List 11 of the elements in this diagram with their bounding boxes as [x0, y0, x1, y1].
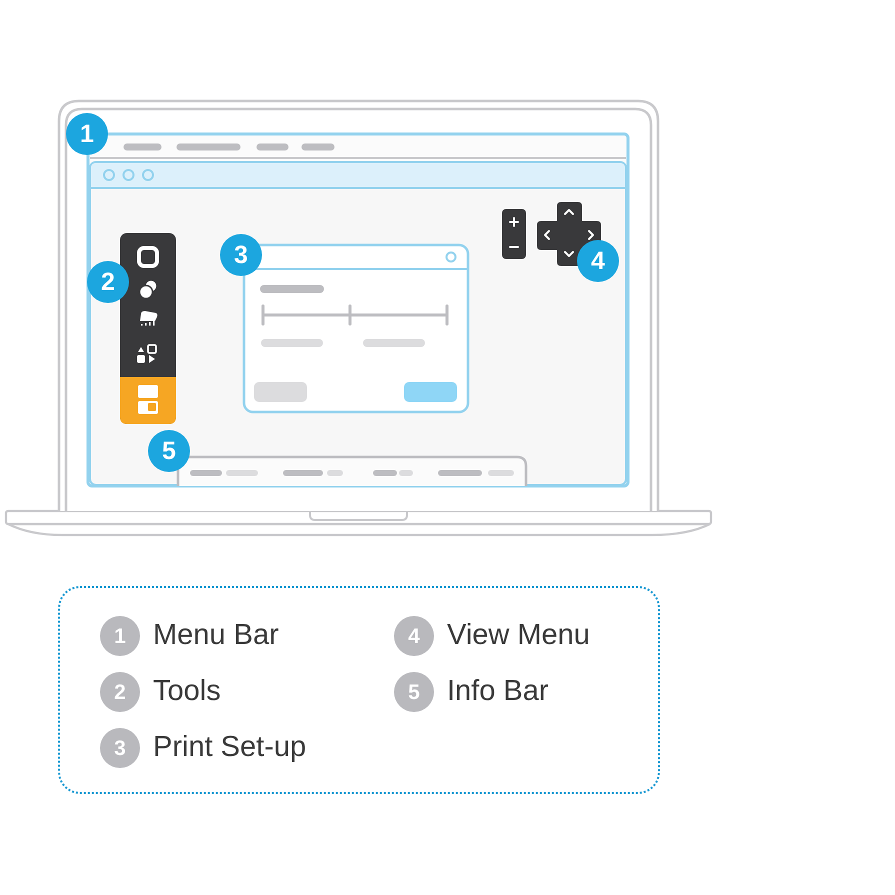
number-badge: 2	[100, 672, 140, 712]
part-label: Info Bar	[447, 676, 549, 708]
part-label: Tools	[153, 676, 221, 708]
number-badge: 1	[100, 616, 140, 656]
key-panel	[58, 586, 660, 794]
number-badge: 5	[394, 672, 434, 712]
part-label: Menu Bar	[153, 620, 279, 652]
part-label: Print Set-up	[153, 732, 306, 764]
number-badge: 3	[100, 728, 140, 768]
number-badge: 4	[394, 616, 434, 656]
part-label: View Menu	[447, 620, 590, 652]
